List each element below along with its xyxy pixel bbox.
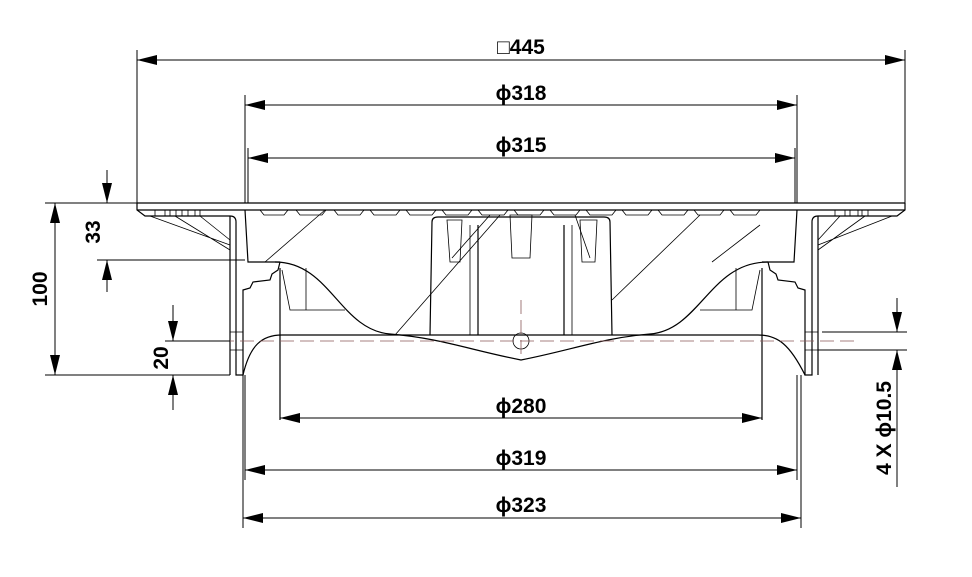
dimension-label: 100 (29, 271, 52, 306)
dimension-315: ϕ315 (247, 134, 796, 203)
dimension-445: □445 (136, 36, 906, 203)
dimension-100: 100 (29, 202, 230, 376)
dimension-label: ϕ319 (496, 447, 547, 470)
dimension-label: ϕ318 (496, 82, 547, 105)
dimension-label: □445 (497, 36, 545, 59)
drain-body (136, 202, 906, 420)
dimension-280: ϕ280 (280, 395, 762, 423)
dimension-label: ϕ280 (496, 395, 547, 418)
dimension-label: 33 (82, 220, 105, 243)
dimension-label: 4 X ϕ10.5 (873, 381, 896, 475)
dimension-label: ϕ323 (496, 494, 547, 517)
dimension-33: 33 (82, 170, 245, 292)
dimension-label: 20 (150, 346, 173, 369)
dimension-323: ϕ323 (242, 375, 802, 528)
dimension-319: ϕ319 (244, 375, 798, 480)
dimension-20: 20 (150, 305, 230, 410)
dimension-label: ϕ315 (496, 134, 547, 157)
dimension-318: ϕ318 (244, 82, 798, 203)
dimension-bolt-holes: 4 X ϕ10.5 (818, 298, 907, 487)
